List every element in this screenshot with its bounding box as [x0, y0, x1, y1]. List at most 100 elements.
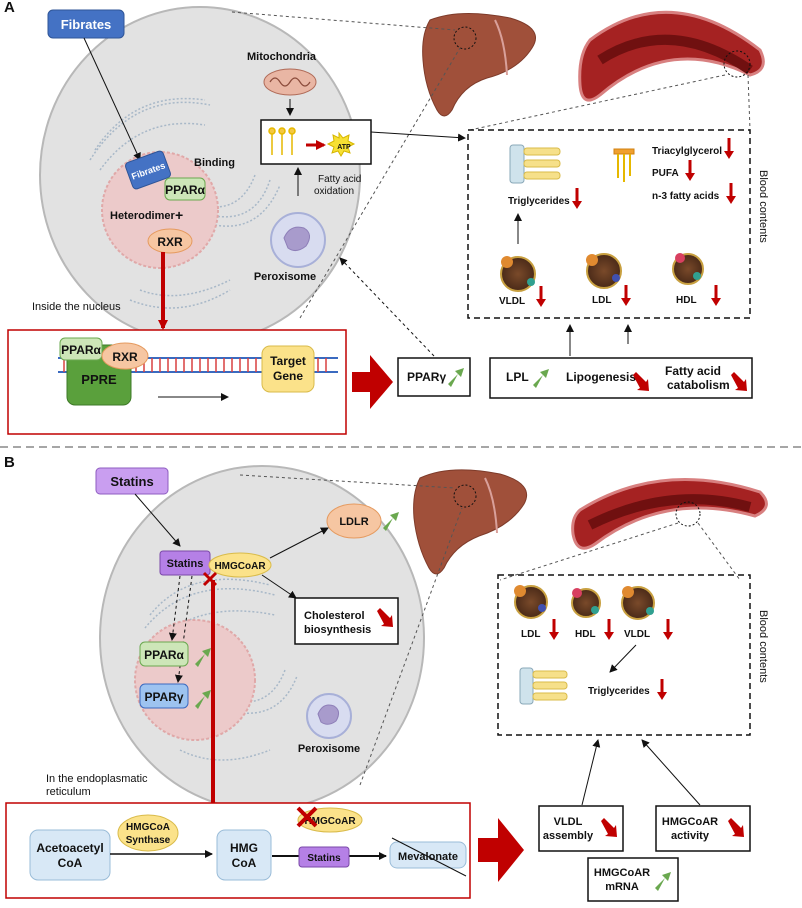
hdl-b-down-arrow — [604, 619, 614, 640]
vldl-particle-a — [500, 256, 536, 292]
n3-down-arrow — [726, 183, 736, 204]
target-gene-line2: Gene — [273, 369, 303, 383]
fa-oxidation-line1: Fatty acid — [318, 174, 361, 185]
fibrates-label: Fibrates — [61, 17, 112, 32]
pufa-label: PUFA — [652, 168, 679, 179]
synthase-line1: HMGCoA — [126, 822, 170, 833]
hmg-line1: HMG — [230, 841, 258, 855]
triglyceride-icon-a — [509, 144, 561, 184]
triglycerides-a-down-arrow — [572, 188, 582, 209]
acetoacetyl-coa-box — [29, 829, 111, 881]
atp-burst-icon — [326, 131, 356, 157]
rxr-a-label: RXR — [157, 235, 183, 249]
er-label-line1: In the endoplasmatic — [46, 773, 148, 785]
hdl-a-down-arrow — [711, 285, 721, 306]
vldl-a-label: VLDL — [499, 296, 525, 307]
hdl-b-label: HDL — [575, 629, 596, 640]
lpl-label: LPL — [506, 370, 529, 384]
n3-label: n-3 fatty acids — [652, 191, 720, 202]
hdl-particle-a — [672, 253, 704, 285]
big-red-arrow-a — [352, 355, 393, 409]
ppar-gamma-b-label: PPARγ — [144, 690, 183, 704]
ldlr-up-arrow — [383, 512, 399, 531]
vldl-assembly-line2: assembly — [543, 830, 594, 842]
fatty-acid-chain-icon — [613, 148, 635, 182]
zoom-line-a1 — [231, 11, 456, 31]
nucleus-b — [134, 619, 256, 741]
fibrates-box — [47, 9, 125, 39]
ldl-particle-b — [514, 585, 548, 619]
hmgcoar-mrna-line1: HMGCoAR — [594, 867, 650, 879]
panel-b-label: B — [4, 454, 15, 471]
liver-zoom-circle-b — [453, 484, 477, 508]
blood-vessel-b — [571, 478, 768, 550]
ppar-alpha-nucleus — [59, 337, 103, 361]
rxr-nucleus — [101, 342, 149, 370]
er-label-line2: reticulum — [46, 786, 91, 798]
fibrates-ligand: Fibrates — [125, 150, 171, 190]
triglyceride-icon-b — [519, 667, 568, 705]
blood-vessel-a — [578, 10, 765, 102]
mevalonate-box — [389, 841, 467, 869]
statins-pathway-box — [298, 846, 350, 868]
blood-contents-b-label: Blood contents — [757, 610, 769, 683]
hmgcoar-pathway-label: HMGCoAR — [304, 816, 356, 827]
hmgcoar-activity-box — [655, 805, 751, 852]
vessel-zoom-circle-a — [723, 50, 751, 78]
ldl-particle-a — [586, 253, 622, 289]
statins-box — [95, 467, 169, 495]
fa-catabolism-line1: Fatty acid — [665, 364, 721, 378]
ppar-alpha-nucleus-label: PPARα — [61, 343, 101, 357]
hmg-line2: CoA — [232, 856, 257, 870]
cholesterol-line2: biosynthesis — [304, 624, 371, 636]
synthase-line2: Synthase — [126, 835, 171, 846]
blood-contents-box-a — [467, 129, 751, 319]
hdl-a-label: HDL — [676, 295, 697, 306]
triacylglycerol-down-arrow — [724, 138, 734, 159]
triglycerides-b-label: Triglycerides — [588, 686, 650, 697]
hmgcoar-enzyme — [208, 552, 272, 578]
peroxisome-a-label: Peroxisome — [254, 271, 316, 283]
big-red-arrow-b — [478, 818, 524, 882]
vldl-a-down-arrow — [536, 286, 546, 307]
target-gene-line1: Target — [270, 354, 306, 368]
vldl-assembly-line1: VLDL — [554, 816, 583, 828]
rxr-nucleus-label: RXR — [112, 350, 138, 364]
statins-small-label: Statins — [167, 558, 204, 570]
statins-pathway-label: Statins — [307, 853, 341, 864]
mitochondria-label: Mitochondria — [247, 51, 317, 63]
plus-sign: + — [175, 207, 183, 223]
fatty-acid-icon — [268, 127, 296, 155]
binding-label: Binding — [194, 157, 235, 169]
hmgcoar-activity-line2: activity — [671, 830, 710, 842]
hmg-coa-box — [216, 829, 272, 881]
ldlr-receptor — [326, 503, 382, 539]
fibrates-arrow — [83, 37, 141, 161]
ppar-alpha-a — [164, 177, 206, 201]
ppar-gamma-a-label: PPARγ — [407, 370, 446, 384]
ldlr-label: LDLR — [339, 516, 368, 528]
blood-contents-a-label: Blood contents — [757, 170, 769, 243]
triglycerides-b-down-arrow — [657, 679, 667, 700]
ppar-alpha-a-label: PPARα — [165, 183, 205, 197]
liver-zoom-circle-a — [453, 26, 477, 50]
hmgcoar-mrna-box — [587, 857, 679, 902]
pufa-down-arrow — [685, 160, 695, 181]
zoom-line-a2 — [299, 47, 461, 319]
ldl-a-down-arrow — [621, 285, 631, 306]
hmgcoar-activity-line1: HMGCoAR — [662, 816, 718, 828]
vldl-particle-b — [621, 586, 655, 620]
inside-nucleus-label: Inside the nucleus — [32, 301, 121, 313]
hmgcoar-enzyme-label: HMGCoAR — [214, 561, 266, 572]
vessel-zoom-circle-b — [675, 501, 701, 527]
liver-icon-b — [413, 469, 528, 575]
ppar-alpha-b-label: PPARα — [144, 648, 184, 662]
fa-oxidation-line2: oxidation — [314, 186, 354, 197]
endoplasmic-reticulum-a — [89, 97, 281, 309]
ppar-alpha-b — [139, 641, 189, 667]
rxr-a — [147, 228, 193, 254]
cholesterol-box — [294, 597, 399, 645]
acetoacetyl-line1: Acetoacetyl — [36, 841, 103, 855]
liver-icon-a — [422, 13, 536, 117]
